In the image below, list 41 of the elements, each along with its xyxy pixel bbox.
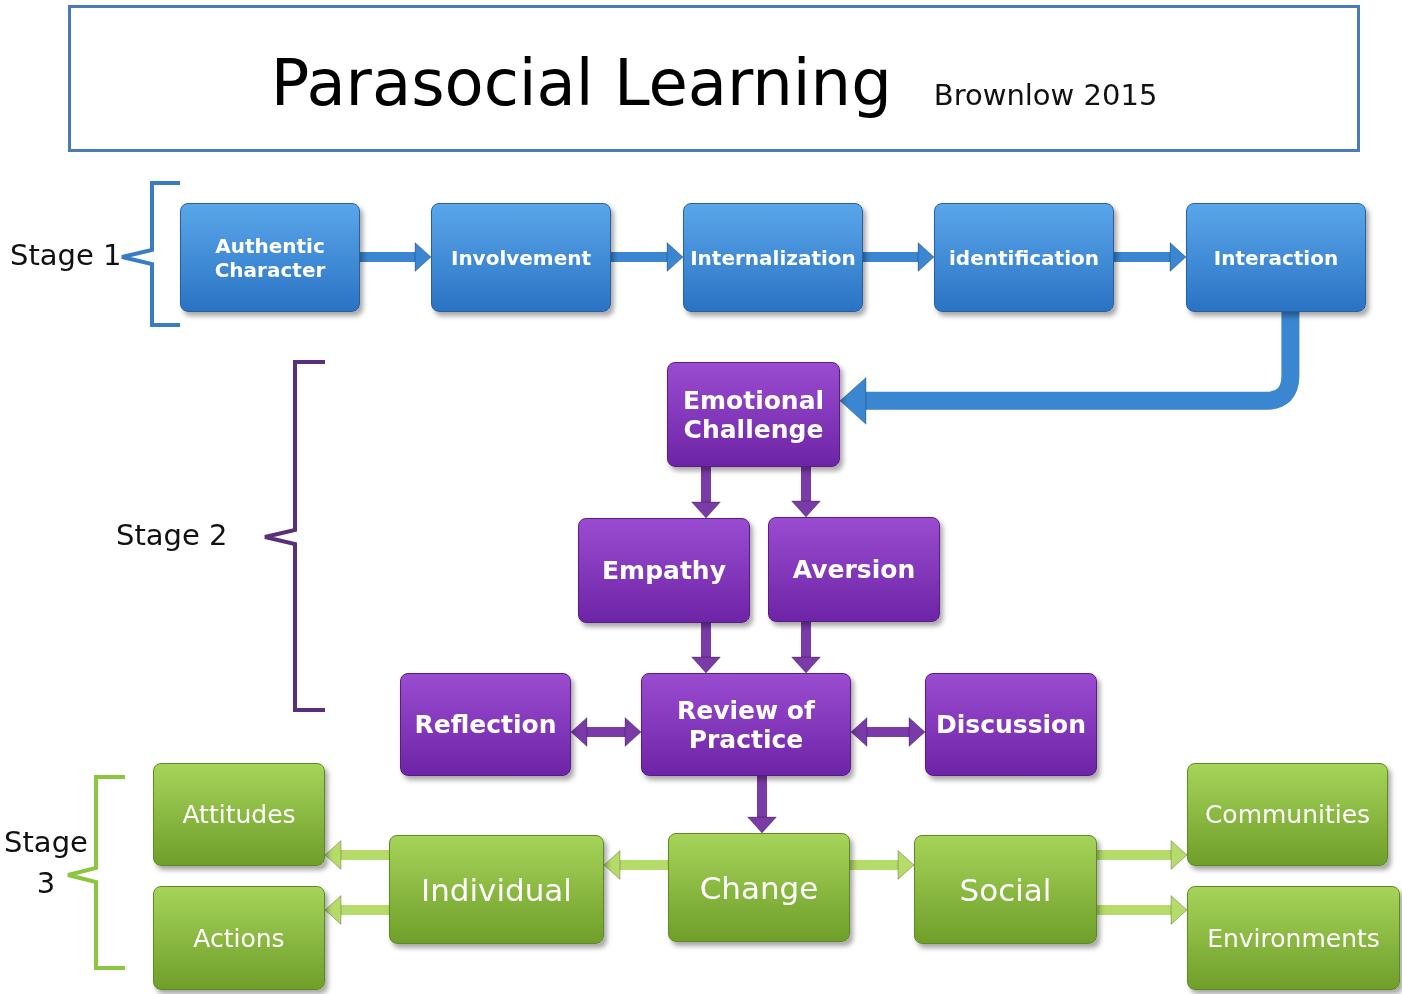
process-box: Empathy	[578, 518, 750, 623]
arrow	[691, 467, 721, 519]
process-box: Communities	[1187, 763, 1388, 866]
arrow	[850, 717, 926, 747]
process-box: Interaction	[1186, 203, 1366, 312]
process-box: Authentic Character	[180, 203, 360, 312]
arrow	[691, 623, 721, 674]
process-box: Emotional Challenge	[667, 362, 840, 467]
process-box: Internalization	[683, 203, 863, 312]
process-box: Social	[914, 835, 1097, 944]
arrow	[324, 895, 389, 925]
process-box: Involvement	[431, 203, 611, 312]
process-box: Review of Practice	[641, 673, 851, 776]
arrow	[360, 242, 432, 272]
process-box: identification	[934, 203, 1114, 312]
arrow	[570, 717, 642, 747]
process-box: Environments	[1187, 886, 1400, 990]
title: Parasocial Learning	[270, 46, 892, 120]
process-box: Discussion	[925, 673, 1097, 776]
arrow	[747, 776, 777, 834]
arrow	[603, 850, 668, 880]
process-box: Actions	[153, 886, 325, 990]
arrow	[1114, 242, 1187, 272]
arrow	[850, 850, 915, 880]
arrow	[1097, 840, 1188, 870]
process-box: Change	[668, 833, 850, 942]
arrow	[611, 242, 684, 272]
arrow	[791, 467, 821, 518]
stage-label: Stage 2	[116, 518, 228, 552]
arrow	[1097, 895, 1188, 925]
arrow	[839, 312, 1300, 425]
arrow	[791, 622, 821, 674]
arrow	[324, 840, 389, 870]
process-box: Attitudes	[153, 763, 325, 866]
process-box: Aversion	[768, 517, 940, 622]
stage-label: Stage 1	[10, 238, 122, 272]
arrow	[863, 242, 935, 272]
process-box: Individual	[389, 835, 604, 944]
citation: Brownlow 2015	[933, 78, 1158, 112]
process-box: Reflection	[400, 673, 571, 776]
stage-label: Stage 3	[4, 824, 88, 902]
